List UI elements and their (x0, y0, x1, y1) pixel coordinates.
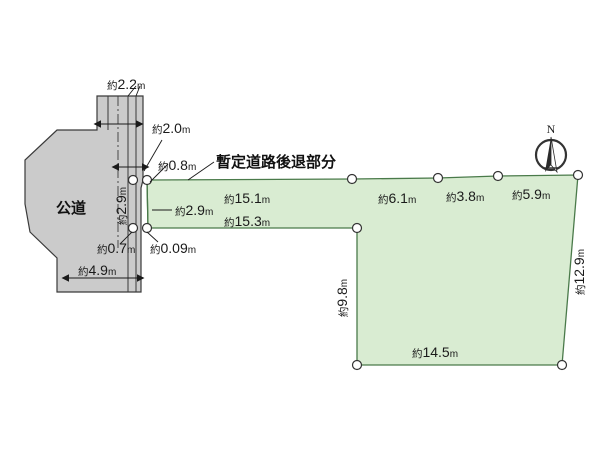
dim-right-edge: 約12.9m (571, 249, 587, 295)
dim-north-run-4: 約5.9m (512, 186, 550, 202)
dim-south-run-1: 約15.3m (224, 213, 270, 229)
vertex-marker (141, 222, 153, 234)
vertex-markers (127, 169, 584, 371)
leader-title (187, 161, 215, 181)
leader-top-road (127, 85, 137, 97)
compass-label: N (547, 122, 556, 136)
vertex-marker (141, 174, 153, 186)
dim-setback-width: 約0.8m (158, 157, 196, 173)
vertex-marker (556, 359, 568, 371)
dim-north-run-1: 約15.1m (224, 190, 270, 206)
dim-road-bottom-width: 約4.9m (78, 262, 116, 278)
dim-mid-road-width: 約2.0m (152, 120, 190, 136)
compass-north-icon: N (534, 122, 568, 174)
leader-setback (149, 163, 169, 183)
parcel-shape (146, 174, 579, 366)
vertex-marker (432, 172, 444, 184)
dim-corner-right: 約0.09m (150, 240, 196, 256)
dim-inner-vertical: 約9.8m (334, 279, 350, 317)
vertex-marker (351, 359, 363, 371)
dim-north-run-2: 約6.1m (378, 190, 416, 206)
dim-frontage-vertical: 約2.9m (113, 187, 129, 225)
vertex-marker (572, 169, 584, 181)
dim-north-run-3: 約3.8m (446, 188, 484, 204)
dim-bottom-edge: 約14.5m (412, 344, 458, 360)
parcel-polygon (146, 174, 579, 366)
dimension-arrows (61, 120, 150, 282)
vertex-marker (492, 170, 504, 182)
public-road-label: 公道 (56, 199, 86, 217)
leader-top-road-2 (135, 85, 141, 97)
vertex-marker (127, 174, 139, 186)
dim-top-road-width: 約2.2m (107, 76, 145, 92)
leader-corner-right (146, 231, 159, 243)
dim-corner-left: 約0.7m (97, 240, 135, 256)
leader-corner-left (119, 231, 133, 245)
title-label: 暫定道路後退部分 (216, 153, 336, 171)
vertex-marker (351, 222, 363, 234)
parcel-left-edge (146, 179, 149, 229)
vertex-marker (127, 222, 139, 234)
vertex-marker (346, 173, 358, 185)
dim-setback-depth: 約2.9m (175, 202, 213, 218)
leader-mid-road (143, 139, 163, 172)
leader-lines (119, 85, 215, 245)
